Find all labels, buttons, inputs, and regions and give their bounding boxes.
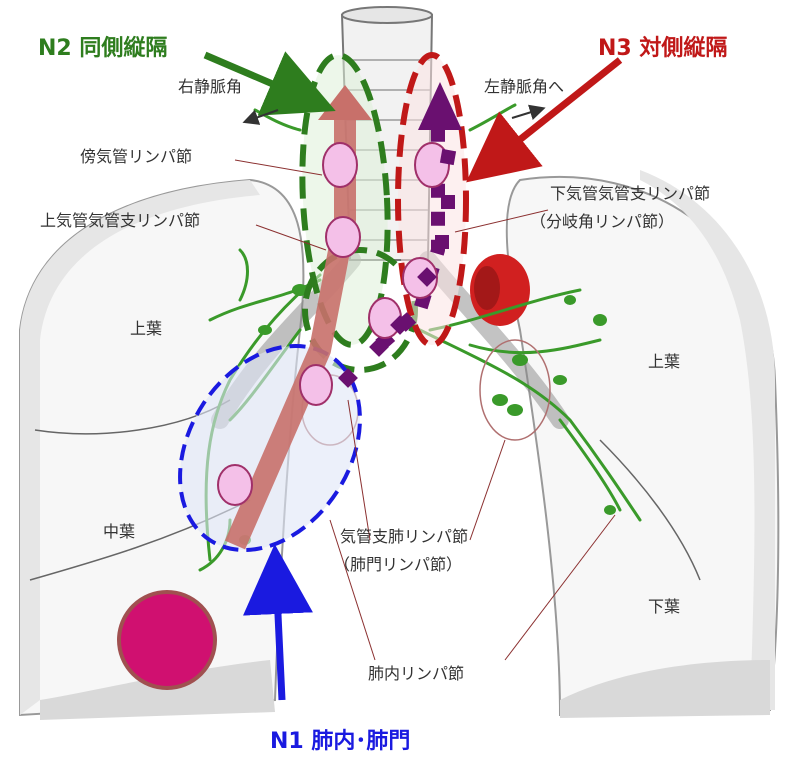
label-paratracheal: 傍気管リンパ節 — [80, 148, 192, 166]
label-right-venous-angle: 右静脈角 — [178, 78, 242, 96]
n1-header: N1 肺内･肺門 — [270, 723, 410, 755]
label-middle-lobe: 中葉 — [103, 523, 135, 541]
label-upper-tracheobronchial: 上気管気管支リンパ節 — [40, 212, 200, 230]
label-carinal: （分岐角リンパ節） — [530, 213, 674, 231]
label-left-venous-angle: 左静脈角へ — [484, 78, 564, 96]
aortic-vessel — [470, 254, 530, 326]
label-intrapulmonary: 肺内リンパ節 — [368, 665, 464, 683]
label-lower-lobe: 下葉 — [648, 598, 680, 616]
n3-region-outline — [398, 55, 466, 345]
label-bronchopulmonary: 気管支肺リンパ節 — [340, 528, 468, 546]
label-hilar: （肺門リンパ節） — [334, 556, 462, 574]
label-upper-lobe-left: 上葉 — [648, 353, 680, 371]
n2-header: N2 同側縦隔 — [38, 30, 167, 62]
tumor — [119, 592, 215, 688]
n1-pointer-arrow — [276, 572, 282, 700]
n3-pointer-arrow — [488, 60, 620, 165]
label-upper-lobe-right: 上葉 — [130, 320, 162, 338]
n3-header: N3 対側縦隔 — [598, 30, 727, 62]
label-lower-tracheobronchial: 下気管気管支リンパ節 — [550, 185, 710, 203]
left-venous-arrow — [512, 110, 538, 118]
left-lung — [507, 170, 778, 718]
